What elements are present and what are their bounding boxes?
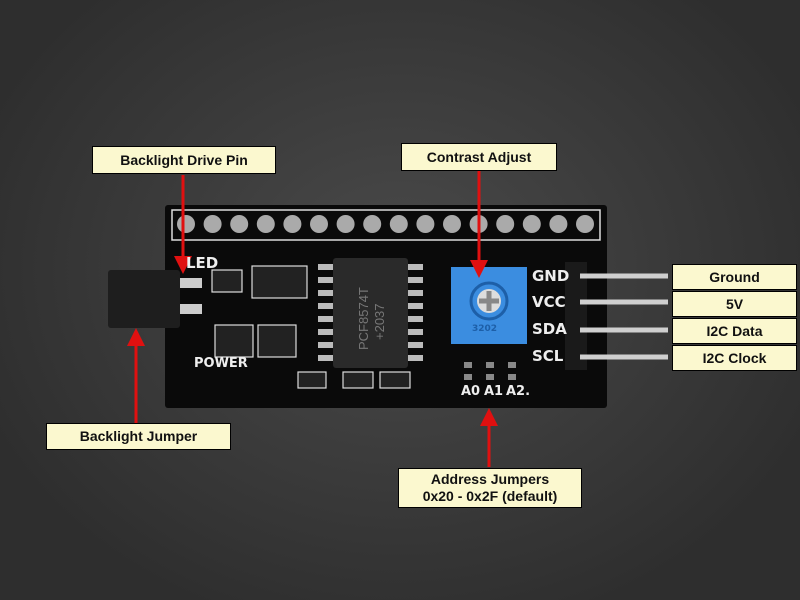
header-pin <box>310 215 328 233</box>
header-pin <box>230 215 249 233</box>
right-angle-pins <box>580 273 668 360</box>
silk-gnd: GND <box>532 267 570 285</box>
label-i2c-clock: I2C Clock <box>672 345 797 371</box>
chip-leg <box>318 316 333 322</box>
header-pin <box>283 215 302 233</box>
chip-leg <box>318 264 333 270</box>
label-i2c-data: I2C Data <box>672 318 797 344</box>
chip-leg <box>318 277 333 283</box>
chip-leg <box>408 329 423 335</box>
header-pin <box>416 215 435 233</box>
chip-leg <box>318 290 333 296</box>
chip-leg <box>408 316 423 322</box>
callout-arrows <box>127 171 498 467</box>
smd-components <box>211 265 411 389</box>
header-pin <box>363 215 382 233</box>
silk-scl: SCL <box>532 347 564 365</box>
silk-vcc: VCC <box>532 293 566 311</box>
label-backlight-jumper: Backlight Jumper <box>46 423 231 450</box>
header-pin <box>443 215 461 233</box>
header-pin <box>336 215 355 233</box>
pot-marking: 3202 <box>472 324 498 334</box>
silk-a1: A1 <box>484 384 504 399</box>
address-jumper-pads <box>464 362 516 380</box>
chip-leg <box>318 303 333 309</box>
header-pin <box>177 215 195 233</box>
header-pin <box>389 215 408 233</box>
silk-a2: A2. <box>506 384 531 399</box>
chip-date-code: +2037 <box>372 303 387 340</box>
silk-power: POWER <box>194 356 248 371</box>
chip-leg <box>408 277 423 283</box>
silk-led: LED <box>186 254 219 272</box>
pcf8574-chip <box>333 258 408 368</box>
address-jumpers-range: 0x20 - 0x2F (default) <box>422 488 558 504</box>
chip-leg <box>408 264 423 270</box>
chip-leg <box>318 355 333 361</box>
header-outline <box>171 209 601 241</box>
label-address-jumpers: Address Jumpers 0x20 - 0x2F (default) <box>398 468 582 508</box>
chip-leg <box>408 290 423 296</box>
chip-legs <box>318 264 423 361</box>
chip-leg <box>318 342 333 348</box>
address-jumpers-title: Address Jumpers <box>430 471 550 487</box>
top-header-pins <box>177 215 594 233</box>
silk-a0: A0 <box>461 384 481 399</box>
header-pin <box>496 215 515 233</box>
i2c-header <box>565 262 587 370</box>
label-backlight-drive-pin: Backlight Drive Pin <box>92 146 276 174</box>
header-pin <box>576 215 594 233</box>
header-pin <box>203 215 222 233</box>
header-pin <box>522 215 541 233</box>
chip-part-number: PCF8574T <box>356 287 371 350</box>
chip-leg <box>408 303 423 309</box>
header-pin <box>256 215 275 233</box>
chip-leg <box>318 329 333 335</box>
label-5v: 5V <box>672 291 797 317</box>
label-contrast-adjust: Contrast Adjust <box>401 143 557 171</box>
header-pin <box>549 215 568 233</box>
backlight-jumper-cap <box>108 270 180 328</box>
chip-leg <box>408 355 423 361</box>
silk-sda: SDA <box>532 320 567 338</box>
label-ground: Ground <box>672 264 797 290</box>
chip-leg <box>408 342 423 348</box>
